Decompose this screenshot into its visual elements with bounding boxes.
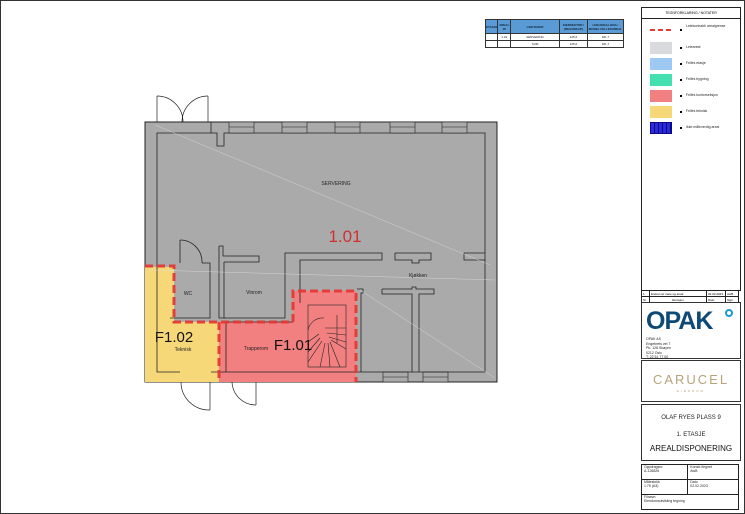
project-address: OLAF RYES PLASS 9 (661, 415, 721, 421)
table-row: SUM 125,6 181,7 (484, 40, 625, 48)
legend-item-felles-bygning: Felles bygning (648, 74, 738, 86)
hatched-swatch-icon (650, 122, 672, 134)
company-box: OPAK OPAK AS Engebrets vei 7 Pb. 128 Skø… (641, 302, 741, 359)
col-header: EIERSEKTOR / (REGNSKAP) (559, 19, 588, 34)
title-box: OLAF RYES PLASS 9 1. ETASJE AREALDISPONE… (641, 404, 741, 461)
room-label-teknisk: Teknisk (175, 347, 192, 353)
col-header: AREAL ID (497, 19, 512, 34)
area-id-f1-01: F1.01 (274, 337, 312, 354)
legend-item-felles-kontor: Felles kontorseksjon (648, 90, 738, 102)
col-header: ETASJE (484, 19, 499, 34)
area-id-1-01: 1.01 (328, 227, 361, 246)
table-row: 1.01 SERVERING 125,6 181,7 (484, 33, 625, 41)
legend-item-ikke-maleverdig: Ikke måleverdig areal (648, 122, 738, 134)
swatch-icon (650, 42, 672, 54)
dashed-line-icon (650, 29, 672, 31)
legend-title: TEGNFORKLARING / NOTATER (642, 8, 740, 19)
room-label-vinrom: Vinrom (246, 290, 262, 296)
room-label-kjokken: Kjøkken (409, 273, 427, 279)
legend-item-felles-etasje: Felles etasje (648, 58, 738, 70)
filnavn-cell: Filnavn:Eiendomsutvikling tegning (641, 494, 739, 510)
oppdragsnr-cell: Oppdragsnr.A-126826 (640, 464, 689, 480)
area-table: ETASJE AREAL ID LEIETAKER EIERSEKTOR / (… (484, 19, 625, 48)
room-label-wc: WC (184, 291, 193, 297)
client-subtitle: EIENDOM (676, 389, 705, 393)
company-address: OPAK AS Engebrets vei 7 Pb. 128 Skøyen 0… (646, 337, 671, 359)
swatch-icon (650, 90, 672, 102)
client-box: CARUCEL EIENDOM (641, 360, 741, 402)
room-label-trapperom: Trapperom (244, 346, 268, 352)
legend-panel: TEGNFORKLARING / NOTATER Leiekontrakt/ a… (641, 7, 741, 291)
legend-item-boundary: Leiekontrakt/ arealgrense (648, 24, 738, 36)
client-logo: CARUCEL (652, 372, 730, 387)
logo-ring-icon (725, 309, 733, 317)
legend-item-felles-teknisk: Felles teknisk (648, 106, 738, 118)
drawing-title: AREALDISPONERING (649, 444, 733, 453)
floor-label: 1. ETASJE (676, 432, 706, 438)
swatch-icon (650, 106, 672, 118)
opak-logo: OPAK (646, 307, 713, 335)
col-header: LEIETAKER (510, 19, 561, 34)
col-header: LEIEAREAL BRA / MODEL FELLESAREAL (586, 19, 625, 34)
area-id-f1-02: F1.02 (155, 329, 193, 346)
room-label-servering: SERVERING (321, 181, 350, 187)
swatch-icon (650, 58, 672, 70)
legend-item-leieareal: Leieareal (648, 42, 738, 54)
swatch-icon (650, 74, 672, 86)
